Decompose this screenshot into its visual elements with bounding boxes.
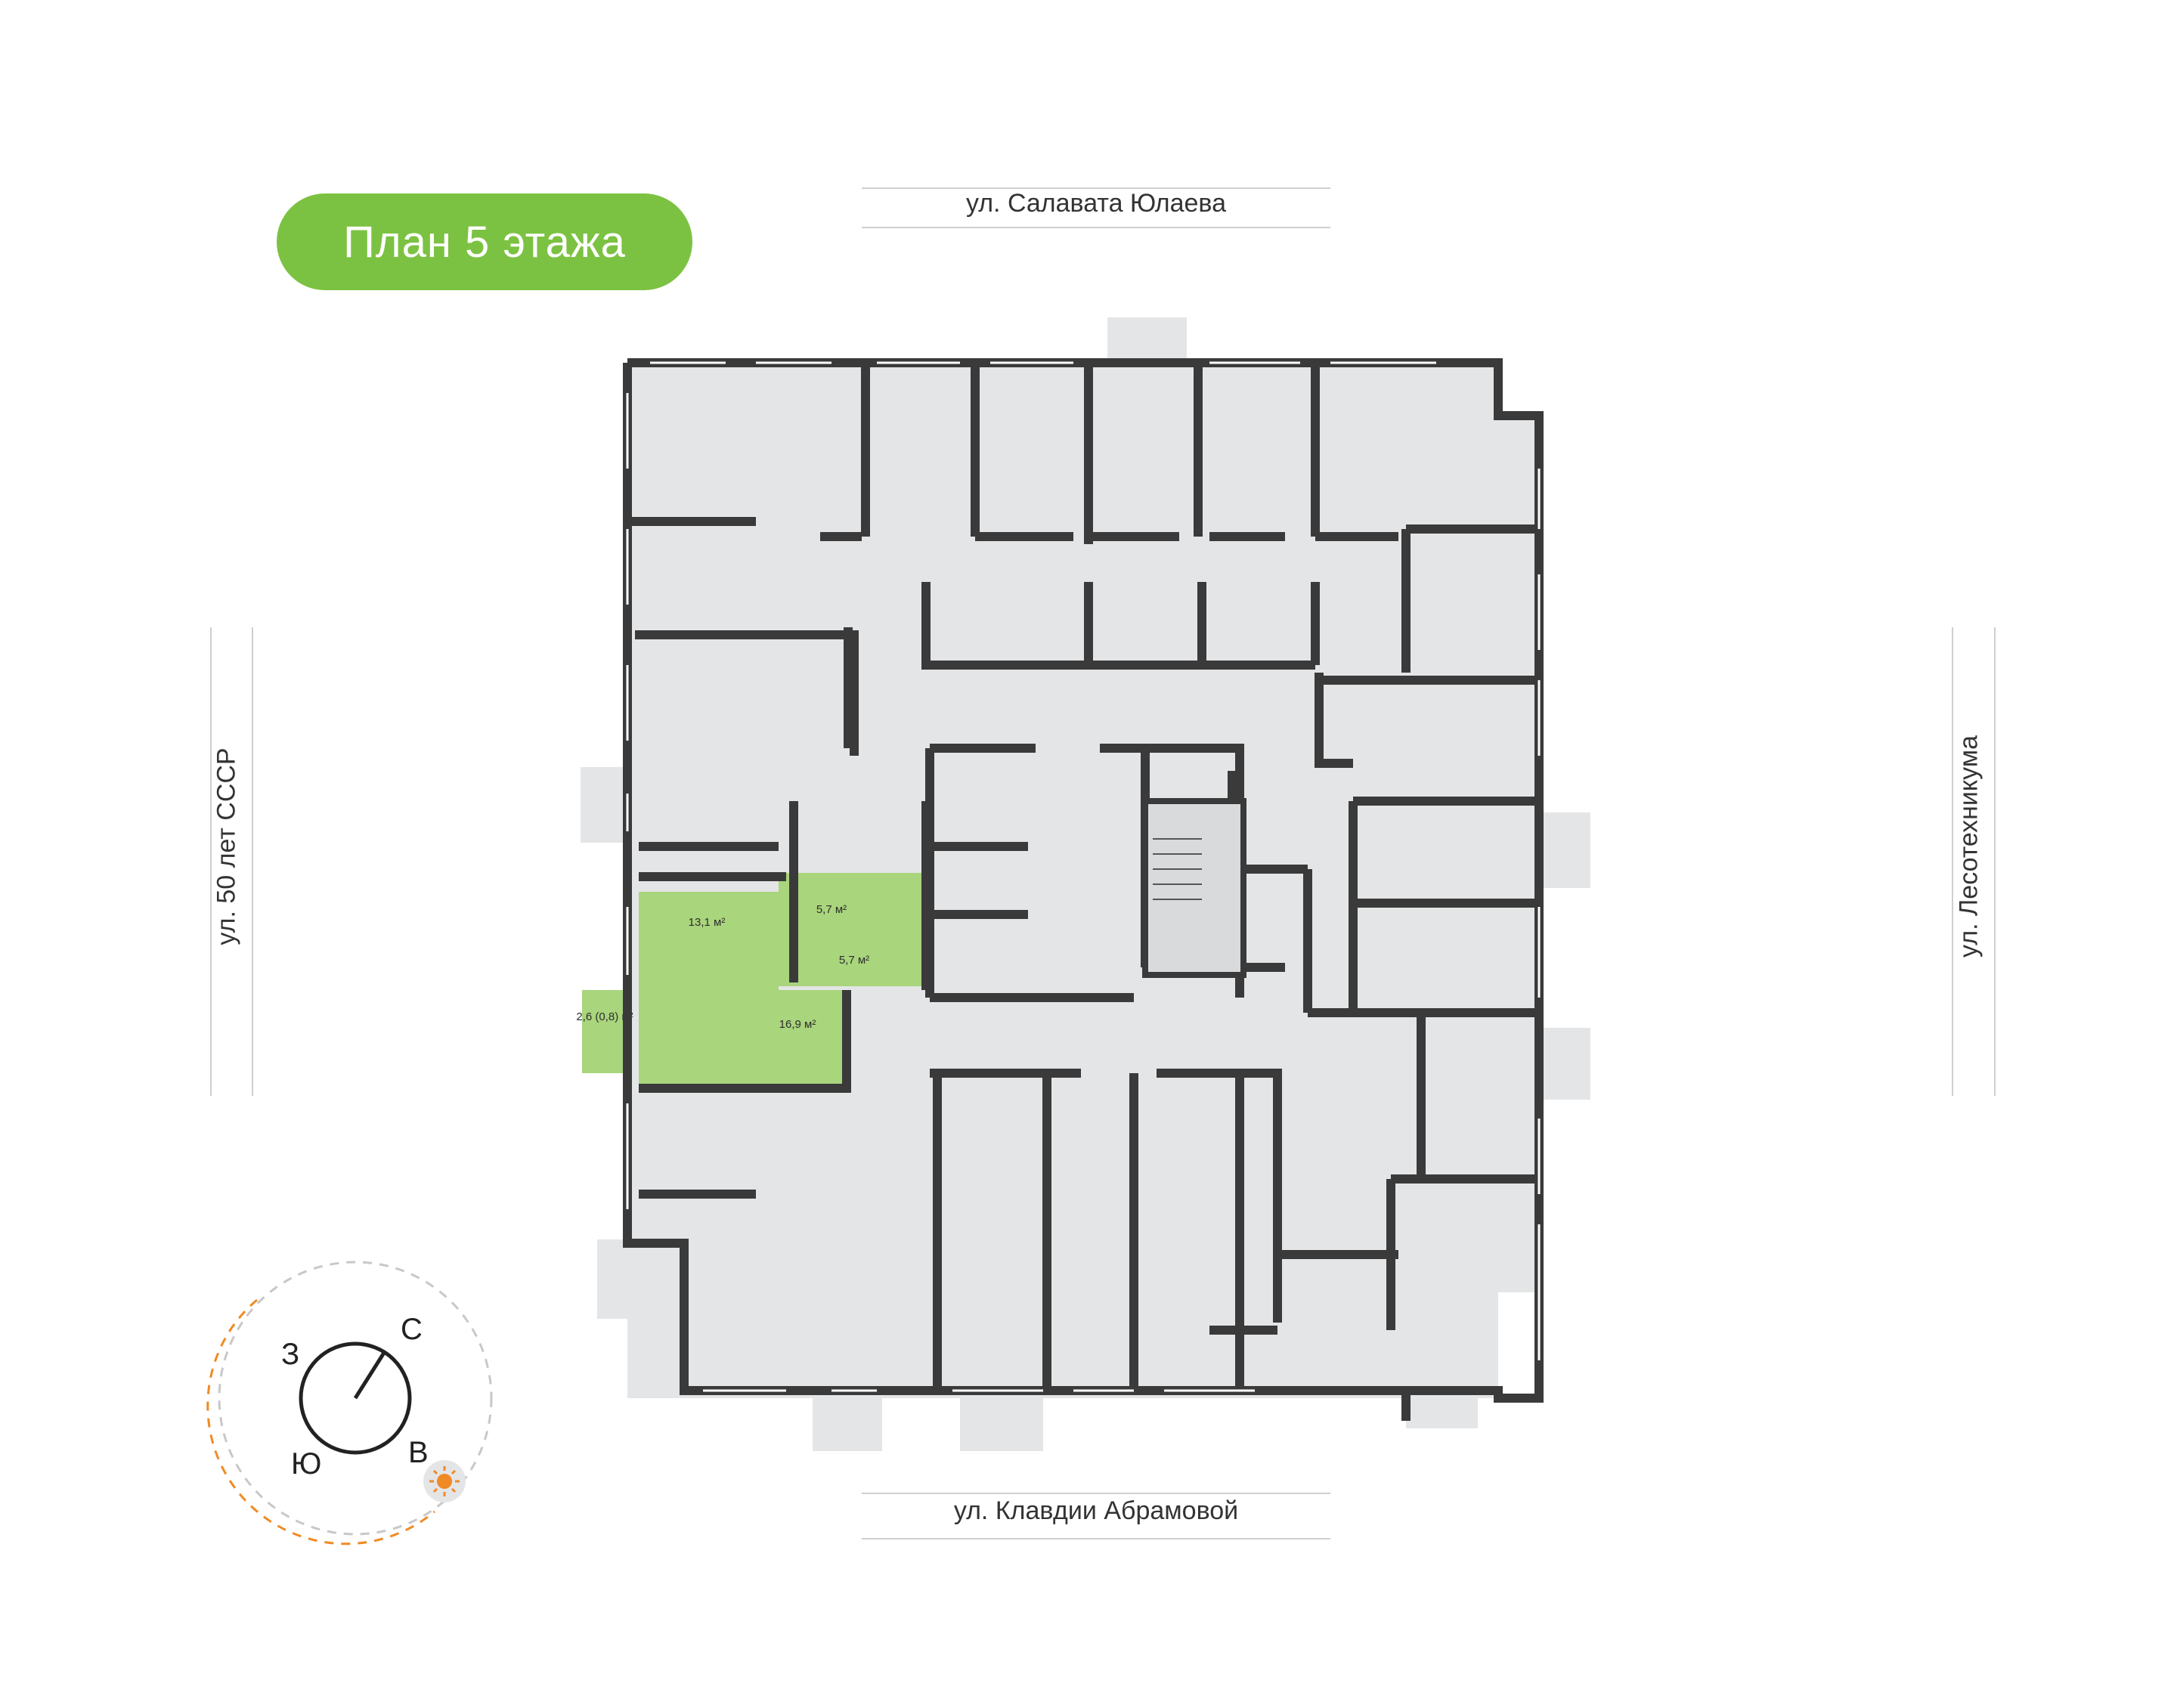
compass: С В Ю З xyxy=(206,1261,493,1546)
balcony-right-low xyxy=(1544,1028,1590,1100)
compass-west: З xyxy=(281,1338,299,1371)
street-right-line-a xyxy=(1952,627,1953,1096)
elevator-core xyxy=(1142,798,1246,978)
street-bottom-line-lower xyxy=(862,1538,1330,1539)
balcony-top-right xyxy=(1474,416,1542,529)
compass-orbit xyxy=(218,1261,493,1536)
sun-icon xyxy=(437,1474,452,1489)
street-right-line-b xyxy=(1994,627,1996,1096)
compass-dial xyxy=(299,1341,412,1455)
sun-rays xyxy=(429,1466,460,1496)
street-top-line-upper xyxy=(862,187,1330,189)
balcony-area: 2,6 (0,8) м² xyxy=(576,1010,633,1023)
sun-path xyxy=(206,1298,435,1546)
bedroom-area: 16,9 м² xyxy=(779,1018,816,1031)
window-markers xyxy=(626,361,1541,1392)
balcony-left-top xyxy=(581,767,627,843)
street-left-line-a xyxy=(210,627,212,1096)
compass-east: В xyxy=(408,1436,429,1469)
bathroom-hall-room xyxy=(779,873,926,986)
street-left-line-b xyxy=(252,627,253,1096)
kitchen-room xyxy=(639,892,779,990)
kitchen-area: 13,1 м² xyxy=(689,916,726,929)
selected-apartment[interactable]: 13,1 м² 5,7 м² 5,7 м² 16,9 м² 2,6 (0,8) … xyxy=(576,873,926,1087)
balcony-bottom-2 xyxy=(960,1398,1043,1451)
balcony-left-bottom xyxy=(597,1239,631,1319)
compass-south: Ю xyxy=(291,1447,321,1481)
balcony-bottom-1 xyxy=(813,1398,882,1451)
floor-title: План 5 этажа xyxy=(277,193,692,290)
balcony-top xyxy=(1107,317,1187,363)
balconies xyxy=(581,317,1590,1451)
compass-north: С xyxy=(401,1313,423,1346)
street-bottom-label: ул. Клавдии Абрамовой xyxy=(953,1496,1239,1525)
bathroom-area: 5,7 м² xyxy=(816,903,847,916)
balcony-right-mid xyxy=(1544,812,1590,888)
street-top-line-lower xyxy=(862,227,1330,228)
compass-needle xyxy=(353,1351,386,1400)
hall-area: 5,7 м² xyxy=(839,954,869,967)
street-bottom-line-upper xyxy=(862,1493,1330,1494)
bedroom-room xyxy=(639,990,847,1087)
balcony-bottom-right xyxy=(1406,1338,1478,1428)
street-top-label: ул. Салавата Юлаева xyxy=(965,189,1227,218)
